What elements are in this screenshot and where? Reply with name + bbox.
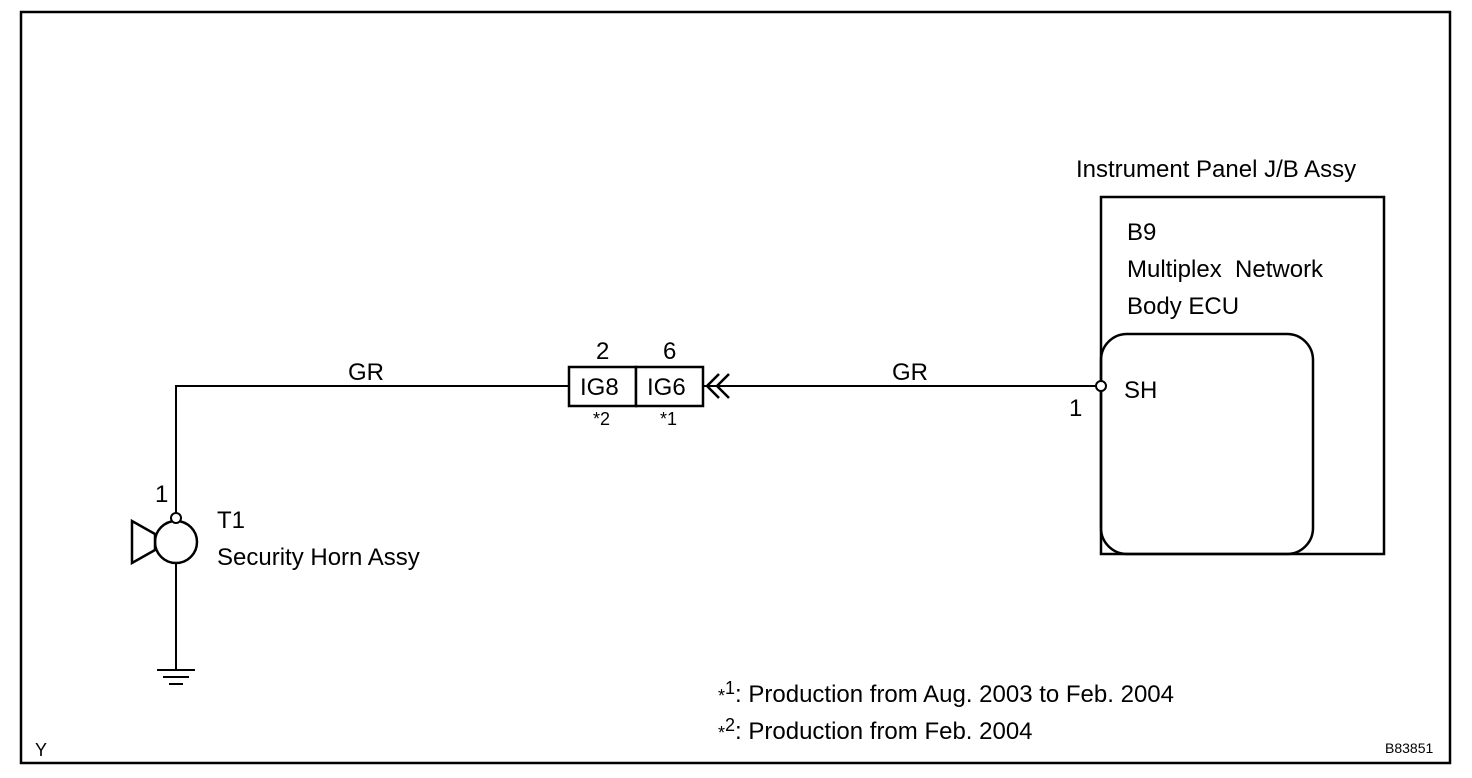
ecu-name-line1: Multiplex Network bbox=[1127, 256, 1324, 283]
ecu-inner-box bbox=[1099, 332, 1315, 556]
ecu-assembly-title: Instrument Panel J/B Assy bbox=[1076, 156, 1356, 183]
horn-code: T1 bbox=[217, 507, 245, 534]
ecu-pin-number: 1 bbox=[1069, 395, 1082, 422]
ecu-terminal-name: SH bbox=[1124, 377, 1157, 404]
junction-box-right bbox=[634, 365, 705, 408]
junction-right-code: IG6 bbox=[647, 374, 686, 401]
wire-color-right: GR bbox=[892, 359, 928, 386]
horn-name: Security Horn Assy bbox=[217, 544, 420, 571]
corner-left-label: Y bbox=[35, 740, 47, 760]
ecu-outer-box bbox=[1099, 195, 1386, 556]
horn-icon bbox=[130, 518, 199, 566]
ecu-connector-code: B9 bbox=[1127, 219, 1156, 246]
junction-left-pin: 2 bbox=[596, 338, 609, 365]
ecu-terminal-dot bbox=[1095, 380, 1107, 392]
wire-color-left: GR bbox=[348, 359, 384, 386]
diagram-frame bbox=[19, 10, 1452, 765]
wire-horn-to-junction bbox=[175, 385, 569, 513]
connector-arrow-icon bbox=[705, 373, 730, 399]
note-1: *1: Production from Aug. 2003 to Feb. 20… bbox=[718, 678, 1174, 708]
ecu-name-line2: Body ECU bbox=[1127, 293, 1239, 320]
junction-left-code: IG8 bbox=[580, 374, 619, 401]
junction-right-pin: 6 bbox=[663, 338, 676, 365]
horn-terminal-dot bbox=[170, 512, 182, 524]
junction-right-note: *1 bbox=[660, 409, 677, 429]
horn-pin-number: 1 bbox=[155, 481, 168, 508]
figure-id: B83851 bbox=[1385, 740, 1433, 756]
ground-icon bbox=[157, 669, 195, 685]
junction-left-note: *2 bbox=[593, 409, 610, 429]
note-2: *2: Production from Feb. 2004 bbox=[718, 715, 1033, 745]
